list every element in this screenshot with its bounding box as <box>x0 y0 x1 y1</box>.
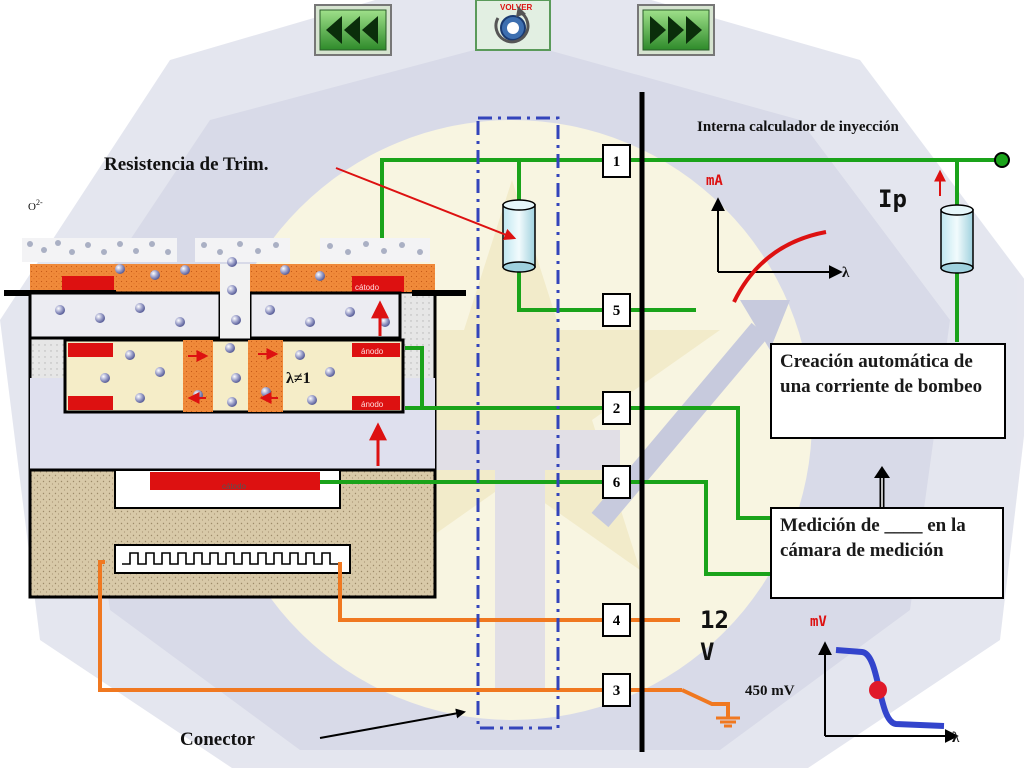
svg-text:4: 4 <box>613 613 621 629</box>
anode-upper-label: ánodo <box>361 347 384 356</box>
back-button[interactable] <box>314 4 392 56</box>
pin-5: 5 <box>602 293 631 327</box>
exhaust-particles <box>22 238 430 262</box>
triple-left-arrow-icon <box>326 16 378 44</box>
pin-4: 4 <box>602 603 631 637</box>
nernst-voltage-graph: mV 450 mV λ <box>745 614 960 746</box>
svg-text:1: 1 <box>613 154 621 170</box>
svg-text:5: 5 <box>613 303 621 319</box>
current-graph-lambda-label: λ <box>842 265 850 281</box>
mv-axis-label: mV <box>810 614 827 630</box>
cathode-bottom-label: cátodo <box>222 482 247 491</box>
triple-right-arrow-icon <box>650 16 702 44</box>
oxygen-ion-label: O2- <box>28 198 43 213</box>
ip-label: Ip <box>878 185 907 213</box>
orange-wires <box>98 560 730 718</box>
voltage-unit-label: V <box>700 638 714 666</box>
pump-current-curve <box>732 230 827 303</box>
pin-6: 6 <box>602 465 631 499</box>
svg-text:6: 6 <box>613 475 621 491</box>
anode-lower-label: ánodo <box>361 400 384 409</box>
ecu-terminal-node <box>994 152 1010 168</box>
svg-text:3: 3 <box>613 683 621 699</box>
svg-text:2: 2 <box>613 401 621 417</box>
trim-resistor <box>502 199 536 273</box>
voltage-12-label: 12 <box>700 606 729 634</box>
trim-resistor-label: Resistencia de Trim. <box>104 154 268 175</box>
home-button-label: VOLVER <box>500 3 533 12</box>
return-arrow-icon <box>494 6 530 44</box>
pin-3: 3 <box>602 673 631 707</box>
connector-pins: 1 5 2 6 4 3 <box>602 144 631 707</box>
450mv-label: 450 mV <box>745 683 795 699</box>
heater-element <box>114 544 351 574</box>
pump-current-box: Creación automática de una corriente de … <box>770 343 1006 439</box>
450mv-point <box>869 681 887 699</box>
cathode-top-label: cátodo <box>355 283 380 292</box>
switch-ground <box>716 716 740 728</box>
forward-button[interactable] <box>637 4 715 56</box>
ma-axis-label: mA <box>706 173 723 189</box>
connector-frame <box>476 116 560 730</box>
home-button[interactable]: VOLVER <box>475 0 551 51</box>
feedback-arrow <box>874 466 890 508</box>
ecu-resistor <box>940 204 974 274</box>
pump-current-graph: mA λ <box>706 173 850 303</box>
sensor-body: cátodo cátodo ánodo ánodo λ≠1 <box>4 238 466 599</box>
lambda-not-one-label: λ≠1 <box>286 370 311 387</box>
measurement-box: Medición de ____ en la cámara de medició… <box>770 507 1004 599</box>
pin-1: 1 <box>602 144 631 178</box>
oxygen-molecules <box>55 257 390 407</box>
ecu-internal-label: Interna calculador de inyección <box>697 119 899 135</box>
green-wires <box>320 158 1000 576</box>
voltage-graph-lambda-label: λ <box>952 730 960 746</box>
connector-label: Conector <box>180 729 255 750</box>
pin-2: 2 <box>602 391 631 425</box>
